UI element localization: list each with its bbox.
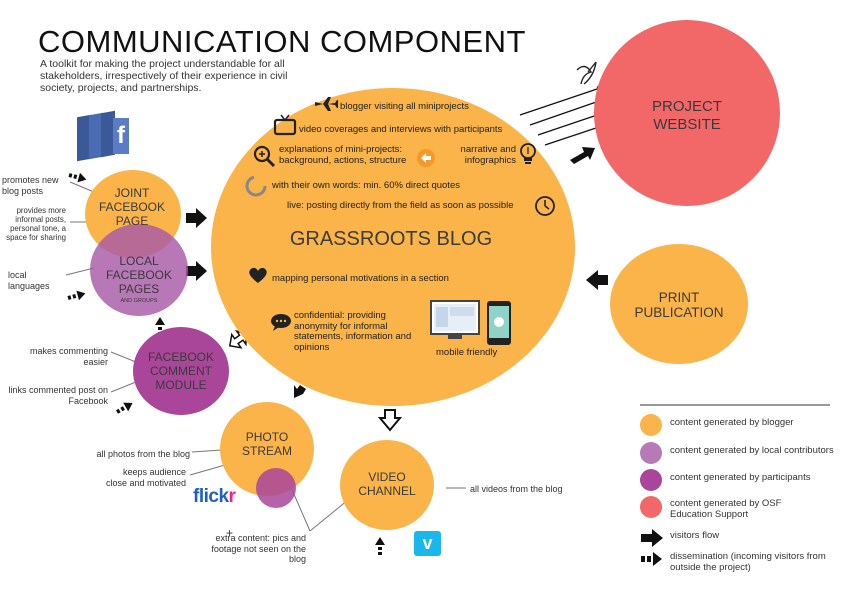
- page-subtitle: A toolkit for making the project underst…: [40, 58, 288, 94]
- grassroots-blog-label: GRASSROOTS BLOG: [289, 228, 493, 250]
- annotation-links: links commented post on Facebook: [8, 385, 108, 406]
- legend-item-blogger: content generated by blogger: [640, 414, 845, 438]
- photo-stream-overlap: [256, 468, 296, 508]
- annotation-keeps: keeps audience close and motivated: [105, 467, 186, 488]
- annotation-extra: extra content: pics and footage not seen…: [211, 533, 306, 564]
- legend-label: content generated by participants: [670, 472, 811, 483]
- legend-label: content generated by local contributors: [670, 445, 834, 456]
- legend-swatch-orange: [640, 414, 662, 436]
- legend-label: content generated by blogger: [670, 417, 794, 428]
- heart-icon: [248, 266, 268, 284]
- local-facebook-label: LOCAL FACEBOOK PAGES: [105, 254, 173, 296]
- quote-circle-icon: [244, 174, 268, 198]
- project-website-node: [594, 20, 780, 206]
- speech-bubble-icon: [270, 313, 292, 331]
- desktop-monitor-icon: [430, 300, 480, 342]
- print-publication-node: [610, 244, 748, 364]
- facebook-comment-label: FACEBOOK COMMENT MODULE: [147, 350, 215, 392]
- legend-item-participants: content generated by participants: [640, 469, 845, 493]
- lightbulb-icon: [518, 142, 538, 168]
- tv-icon: [273, 114, 297, 136]
- airplane-icon: [314, 96, 338, 112]
- print-publication-label: PRINT PUBLICATION: [634, 290, 724, 320]
- joint-facebook-label: JOINT FACEBOOK PAGE: [98, 186, 166, 228]
- annotation-all-photos: all photos from the blog: [96, 449, 190, 459]
- website-connectors: [519, 84, 607, 146]
- dashed-arrow-icon: [641, 552, 662, 566]
- annotation-commenting: makes commenting easier: [29, 346, 108, 367]
- local-facebook-sublabel: AND GROUPS: [120, 298, 158, 304]
- facebook-logo-icon: f: [77, 110, 131, 162]
- annotation-lines: [65, 181, 466, 532]
- local-facebook-node: [90, 224, 188, 316]
- annotation-extra-plus: +: [226, 526, 234, 540]
- feature-blogger: blogger visiting all miniprojects: [340, 101, 469, 112]
- facebook-f-glyph: f: [113, 118, 129, 154]
- vimeo-logo-icon: v: [414, 531, 441, 556]
- left-arrow-circle-icon: [416, 148, 436, 168]
- feature-live: live: posting directly from the field as…: [287, 200, 514, 211]
- legend-label: content generated by OSF Education Suppo…: [670, 498, 782, 520]
- feature-confidential: confidential: providing anonymity for in…: [294, 310, 412, 353]
- grassroots-blog-node: [211, 88, 575, 406]
- smartphone-icon: [486, 300, 512, 346]
- legend-divider: [640, 404, 830, 406]
- down-arrow: [377, 409, 403, 432]
- legend-label: dissemination (incoming visitors from ou…: [670, 551, 826, 573]
- clock-icon: [533, 194, 557, 218]
- feature-mobile: mobile friendly: [436, 347, 498, 358]
- feature-mapping: mapping personal motivations in a sectio…: [272, 273, 449, 284]
- video-channel-node: [340, 440, 434, 530]
- solid-arrow-icon: [641, 529, 663, 547]
- feature-video: video coverages and interviews with part…: [299, 124, 503, 135]
- legend-item-visitors-flow: visitors flow: [640, 528, 845, 552]
- feature-own-words: with their own words: min. 60% direct qu…: [272, 180, 460, 191]
- project-website-label: PROJECT WEBSITE: [651, 98, 722, 133]
- legend-label: visitors flow: [670, 530, 720, 541]
- annotation-promotes: promotes new blog posts: [2, 175, 59, 196]
- dissemination-arrows: [67, 172, 385, 555]
- legend-swatch-red: [640, 496, 662, 518]
- legend-item-local-contributors: content generated by local contributors: [640, 442, 845, 466]
- feature-explanations: explanations of mini-projects: backgroun…: [279, 144, 407, 166]
- annotation-informal: provides more informal posts, personal t…: [6, 206, 66, 242]
- flickr-logo-part-b: r: [228, 486, 236, 507]
- page-title: COMMUNICATION COMPONENT: [38, 24, 526, 59]
- flickr-logo-part-a: flick: [193, 486, 229, 507]
- legend-swatch-purple: [640, 469, 662, 491]
- flickr-logo-icon: flickr: [193, 486, 236, 508]
- visitors-flow-arrows: [186, 147, 608, 398]
- facebook-comment-node: [133, 327, 229, 415]
- feature-narrative: narrative and infographics: [460, 144, 516, 166]
- legend-swatch-light-purple: [640, 442, 662, 464]
- legend-item-dissemination: dissemination (incoming visitors from ou…: [640, 550, 845, 574]
- legend-item-osf: content generated by OSF Education Suppo…: [640, 496, 845, 520]
- photo-stream-label: PHOTO STREAM: [241, 430, 292, 458]
- annotation-all-videos: all videos from the blog: [470, 484, 563, 494]
- annotation-local-languages: local languages: [8, 270, 50, 291]
- magnifier-icon: [252, 144, 276, 168]
- video-channel-label: VIDEO CHANNEL: [358, 470, 416, 498]
